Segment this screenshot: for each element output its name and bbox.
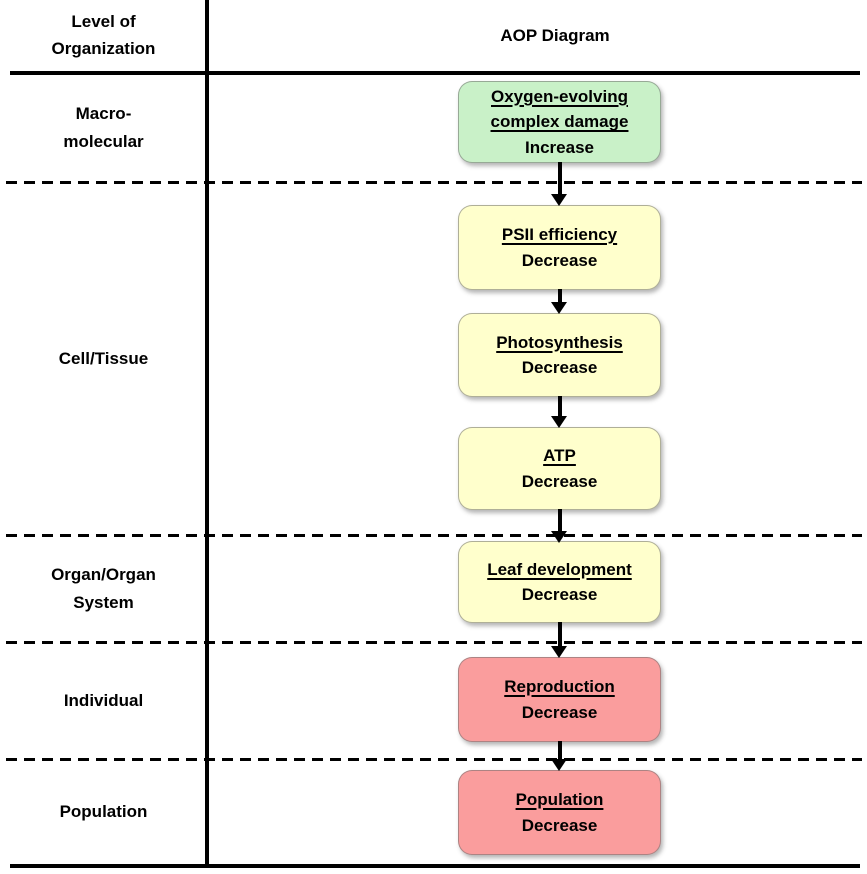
level-label-individual: Individual [63, 690, 144, 710]
node-title: Leaf development [487, 559, 632, 579]
bottom-border-line [10, 864, 860, 868]
level-label-cell-tissue: Cell/Tissue [58, 348, 149, 368]
arrow-down-icon [551, 741, 568, 771]
header-divider-line [10, 71, 860, 75]
node-change: Decrease [521, 471, 598, 491]
node-leaf-development: Leaf development Decrease [458, 541, 661, 623]
node-reproduction: Reproduction Decrease [458, 657, 661, 742]
node-title: Photosynthesis [496, 332, 623, 352]
node-oxygen-evolving-complex-damage: Oxygen-evolving complex damage Increase [458, 81, 661, 163]
node-change: Increase [525, 137, 594, 157]
arrow-down-icon [551, 509, 568, 543]
node-atp: ATP Decrease [458, 427, 661, 510]
level-label-macromolecular: Macro- molecular [63, 103, 144, 151]
node-photosynthesis: Photosynthesis Decrease [458, 313, 661, 397]
node-change: Decrease [521, 585, 598, 604]
arrow-down-icon [551, 289, 568, 314]
node-psii-efficiency: PSII efficiency Decrease [458, 205, 661, 290]
node-title: ATP [543, 446, 576, 465]
node-change: Decrease [521, 358, 598, 377]
node-title: Population [515, 790, 604, 809]
level-divider-dashed-4 [6, 758, 862, 761]
arrow-down-icon [551, 162, 568, 206]
node-population: Population Decrease [458, 770, 661, 855]
level-label-population: Population [59, 802, 148, 822]
level-divider-dashed-3 [6, 641, 862, 644]
node-title: Reproduction [504, 677, 615, 696]
node-title: PSII efficiency [501, 225, 618, 244]
arrow-down-icon [551, 622, 568, 658]
node-title: Oxygen-evolving complex damage [490, 86, 629, 132]
column-header-level-of-organization: Level of Organization [51, 12, 156, 59]
level-label-organ-system: Organ/Organ System [51, 564, 156, 612]
node-change: Decrease [521, 702, 598, 722]
column-header-aop-diagram: AOP Diagram [500, 26, 610, 45]
level-divider-dashed-2 [6, 534, 862, 537]
arrow-down-icon [551, 396, 568, 428]
level-divider-dashed-1 [6, 181, 862, 184]
column-divider-line [205, 0, 209, 868]
node-change: Decrease [521, 815, 598, 835]
node-change: Decrease [521, 250, 598, 270]
